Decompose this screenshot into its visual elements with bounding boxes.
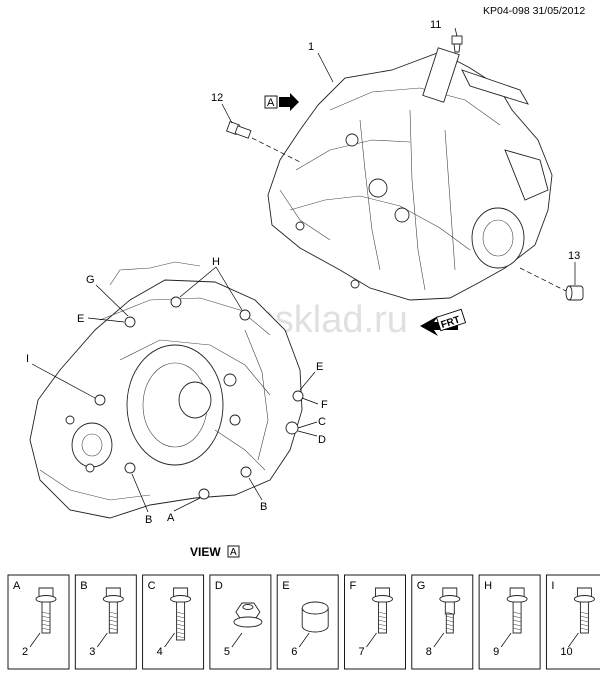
hardware-leader (500, 632, 512, 648)
callout-13: 13 (568, 250, 580, 262)
dowel-sleeve-icon (301, 601, 329, 633)
view-label: VIEW (190, 545, 221, 559)
hardware-box-frame (142, 574, 205, 670)
callout-g: G (86, 274, 95, 286)
view-a-tag: A (267, 97, 275, 109)
hardware-letter: F (350, 580, 357, 592)
callout-11: 11 (430, 19, 441, 31)
hardware-number: 2 (22, 646, 28, 658)
hardware-letter: G (417, 580, 426, 592)
hardware-box-g: G8 (411, 574, 474, 670)
hardware-letter: E (282, 580, 289, 592)
hardware-box-c: C4 (142, 574, 205, 670)
hardware-box-frame (74, 574, 137, 670)
callout-b-left: B (145, 514, 152, 526)
flange-bolt-icon (506, 587, 528, 634)
hardware-letter: C (148, 580, 156, 592)
flange-nut-icon (233, 602, 263, 628)
hardware-box-f: F7 (344, 574, 406, 670)
hardware-leader (366, 632, 377, 648)
leader-lines (31, 266, 319, 513)
seal-13 (565, 285, 584, 301)
hardware-box-frame (7, 574, 70, 670)
hardware-leader (164, 632, 175, 648)
drain-plug-11 (451, 35, 463, 53)
callout-h: H (212, 256, 220, 268)
callout-e-right: E (316, 361, 323, 373)
hardware-number: 3 (89, 646, 95, 658)
transmission-assembly-upper (267, 47, 553, 301)
front-arrow: FRT (420, 308, 467, 336)
callout-f: F (321, 399, 328, 411)
view-a-title: VIEW A (190, 545, 240, 559)
flange-bolt-icon (573, 587, 595, 634)
hardware-box-frame (411, 574, 474, 670)
flange-bolt-icon (372, 587, 393, 634)
hardware-box-h: H9 (478, 574, 541, 670)
switch-12 (226, 121, 252, 139)
hardware-number: 4 (157, 646, 163, 658)
hardware-box-e: E6 (276, 574, 339, 670)
shouldered-bolt-icon (439, 587, 461, 634)
hardware-letter: D (215, 580, 223, 592)
hardware-number: 7 (359, 646, 365, 658)
callout-b-right: B (260, 501, 267, 513)
view-label-tag: A (230, 547, 237, 558)
hardware-number: 8 (426, 646, 432, 658)
hardware-number: 6 (291, 646, 297, 658)
callout-a: A (167, 512, 175, 524)
callout-12: 12 (211, 92, 223, 104)
hardware-box-a: A2 (7, 574, 70, 670)
flange-bolt-icon (102, 587, 124, 634)
hardware-number: 5 (224, 646, 230, 658)
hardware-box-i: I 10 (545, 574, 600, 670)
hardware-leader (231, 632, 243, 648)
hardware-box-d: D5 (209, 574, 272, 670)
hardware-letter: H (484, 580, 492, 592)
transmission-housing-view-a (29, 261, 303, 519)
hardware-letter: I (551, 580, 554, 592)
hardware-leader (97, 632, 108, 648)
hardware-box-frame (344, 574, 406, 670)
callout-e-left: E (77, 313, 84, 325)
diagram-reference: KP04-098 31/05/2012 (483, 5, 585, 17)
hardware-leader (29, 632, 41, 648)
hardware-number: 9 (493, 646, 499, 658)
hardware-leader (568, 632, 579, 648)
hardware-box-b: B3 (74, 574, 137, 670)
hardware-leader (433, 632, 445, 648)
hardware-letter: B (80, 580, 87, 592)
callout-d: D (318, 434, 326, 446)
callout-i: I (26, 353, 29, 365)
callout-c: C (318, 416, 326, 428)
callout-1: 1 (308, 41, 314, 53)
stud-bolt-icon (170, 587, 192, 641)
hardware-letter: A (13, 580, 21, 592)
hardware-leader (298, 632, 310, 648)
view-a-arrow: A (264, 93, 299, 111)
hardware-box-frame (478, 574, 541, 670)
hardware-number: 10 (560, 646, 572, 658)
flange-bolt-icon (35, 587, 57, 634)
